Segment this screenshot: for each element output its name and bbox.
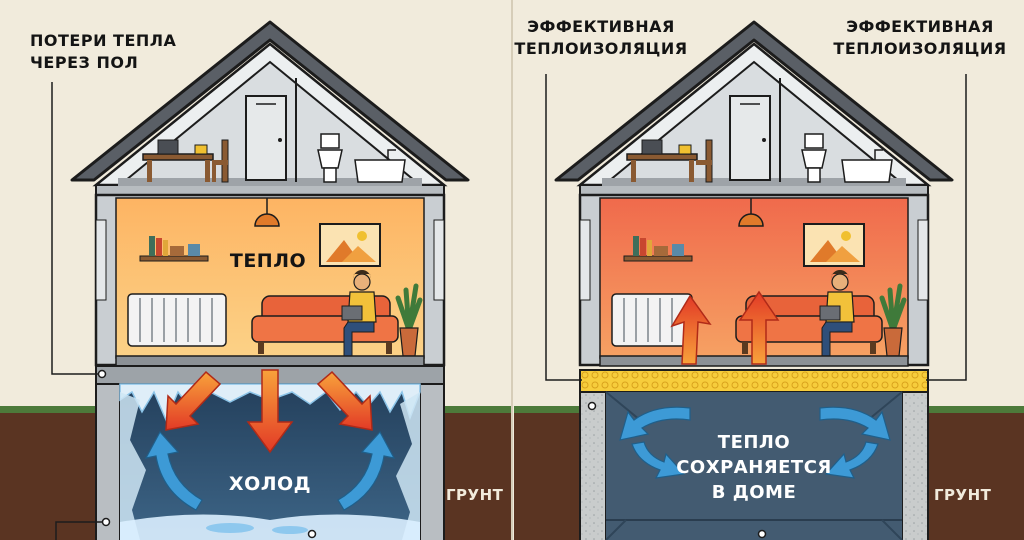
insulation-leader-right	[926, 74, 967, 381]
circ-arrow-left-bottom	[631, 441, 686, 479]
left-caption: ПОТЕРИ ТЕПЛА ЧЕРЕЗ ПОЛ	[30, 31, 177, 72]
right-caption-right: ЭФФЕКТИВНАЯ ТЕПЛОИЗОЛЯЦИЯ	[833, 17, 1007, 58]
wall-picture	[319, 223, 381, 267]
right-caption-left: ЭФФЕКТИВНАЯ ТЕПЛОИЗОЛЯЦИЯ	[514, 17, 688, 58]
cold-arrow-right	[337, 430, 396, 511]
attic-door	[245, 95, 287, 181]
rising-heat-arrows	[670, 290, 780, 365]
insulation-layer	[579, 369, 929, 393]
heat-up-arrow-2	[738, 290, 780, 365]
cold-air-arrows	[144, 430, 396, 511]
circ-arrow-right-bottom	[824, 441, 879, 479]
left-panel	[0, 20, 512, 540]
right-attic	[601, 60, 907, 186]
desk	[142, 139, 214, 182]
right-ground-label: ГРУНТ	[934, 486, 992, 504]
heat-loss-arrow-2	[246, 369, 294, 454]
ice-floor	[120, 514, 420, 540]
heat-loss-arrows	[165, 369, 373, 454]
heat-up-arrow-1	[670, 294, 712, 365]
circulation-arrows	[619, 406, 891, 479]
toilet	[317, 133, 343, 183]
chair	[212, 139, 229, 183]
left-basement-label: ХОЛОД	[228, 473, 312, 495]
heat-loss-arrow-1	[165, 370, 222, 431]
heat-loss-arrow-3	[316, 370, 373, 431]
left-room-label: ТЕПЛО	[229, 250, 307, 272]
bookshelf	[139, 236, 209, 262]
circ-arrow-right-top	[819, 406, 891, 441]
cold-arrow-left	[144, 430, 203, 511]
bathtub	[354, 149, 406, 183]
right-panel	[514, 20, 1024, 540]
insulation-leader-left	[545, 74, 582, 381]
radiator	[127, 293, 227, 347]
floor-loss-leader	[51, 82, 100, 375]
right-basement-label: ТЕПЛО СОХРАНЯЕТСЯ В ДОМЕ	[676, 432, 832, 503]
person-reading	[341, 270, 377, 357]
left-living-room	[94, 193, 446, 367]
left-attic	[117, 60, 423, 186]
left-ground-label: ГРУНТ	[446, 486, 504, 504]
circ-arrow-left-top	[619, 406, 691, 441]
ceiling-lamp	[254, 213, 280, 227]
